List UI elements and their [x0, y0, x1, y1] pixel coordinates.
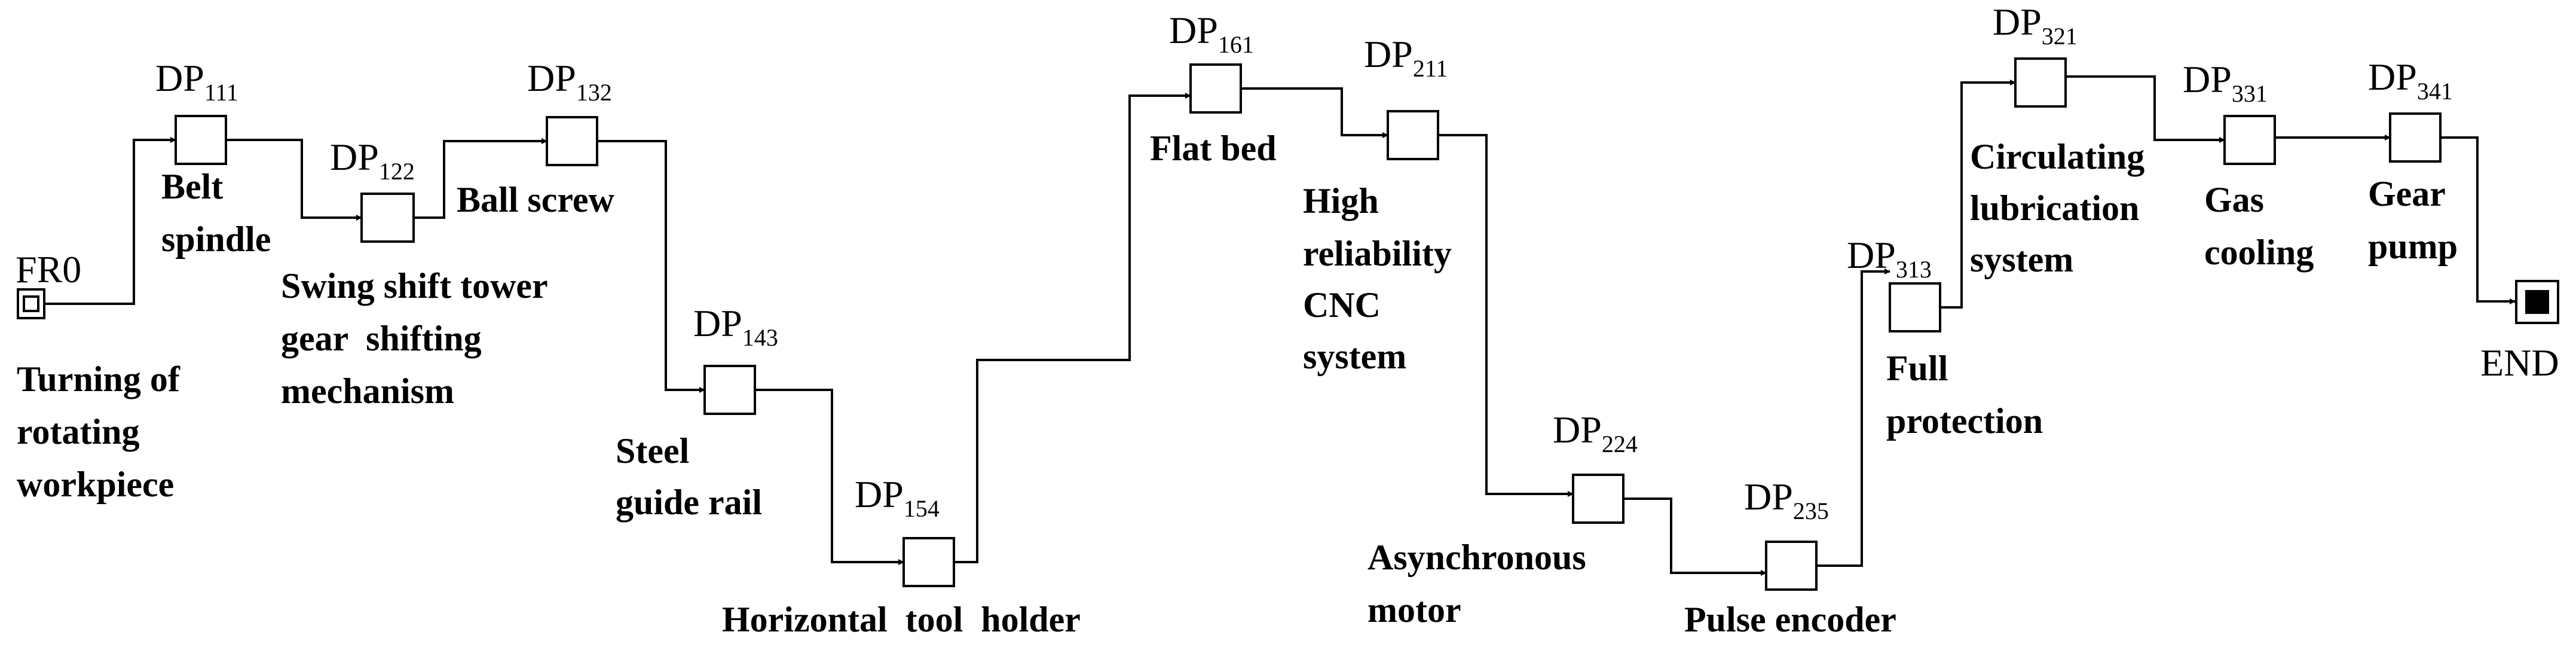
node-dp211: DP211 High reliability CNC system [1303, 33, 1461, 376]
node-box [703, 365, 756, 415]
node-box [1189, 63, 1242, 114]
connector-dp143-dp154 [755, 389, 904, 565]
node-label: DP111 [155, 57, 238, 106]
end-box-inner [2525, 290, 2549, 314]
connector-dp313-dp321 [1940, 80, 2016, 309]
node-box [360, 193, 415, 243]
node-label: DP331 [2183, 58, 2268, 107]
node-dp154: DP154 Horizontal tool holder [0, 0, 1125, 639]
node-label: DP132 [527, 57, 612, 106]
connector-dp132-dp143 [597, 140, 705, 393]
node-box [2014, 57, 2067, 108]
node-box [902, 537, 955, 587]
node-dp122: DP122 Swing shift tower gear shifting me… [281, 136, 556, 411]
node-description: Gas cooling [2204, 180, 2314, 272]
node-description: Swing shift tower gear shifting mechanis… [281, 266, 556, 411]
start-label: FR0 [16, 248, 81, 291]
node-box [1765, 541, 1818, 591]
node-dp224: DP224 Asynchronous motor [1367, 408, 1638, 630]
node-description: Horizontal tool holder [0, 0, 1125, 639]
node-dp341: DP341 Gear pump [2368, 56, 2458, 266]
connector-dp341-end [2440, 136, 2516, 304]
node-dp132: DP132 Ball screw [457, 57, 615, 219]
connector-dp122-dp132 [414, 138, 547, 219]
node-description: High reliability CNC system [1303, 181, 1461, 376]
node-label: DP154 [855, 473, 940, 522]
connector-dp224-dp235 [1623, 498, 1767, 576]
node-label: DP321 [1993, 1, 2078, 50]
node-label: DP224 [1553, 408, 1638, 457]
node-description: Circulating lubrication system [1970, 137, 2153, 279]
node-dp111: DP111 Belt spindle [155, 57, 271, 259]
connector-dp161-dp211 [1241, 87, 1388, 138]
node-box [1889, 282, 1941, 332]
node-description: Asynchronous motor [1367, 538, 1595, 630]
node-description: Full protection [1886, 349, 2043, 441]
connector-dp154-dp161 [954, 93, 1191, 563]
node-description: Pulse encoder [1684, 600, 1896, 639]
node-dp321: DP321 Circulating lubrication system [1970, 1, 2153, 279]
end-node: END [2480, 280, 2559, 384]
node-label: DP313 [1847, 234, 1932, 283]
node-dp161: DP161 Flat bed [1150, 9, 1277, 168]
start-description: Turning of rotating workpiece [17, 359, 189, 504]
node-dp313: DP313 Full protection [1847, 234, 2043, 441]
node-box [1387, 110, 1439, 160]
node-box [2389, 112, 2442, 163]
node-label: DP143 [693, 302, 778, 351]
node-dp143: DP143 Steel guide rail [616, 302, 778, 522]
node-label: DP122 [330, 136, 415, 185]
node-box [2223, 115, 2276, 165]
node-description: Belt spindle [161, 167, 271, 259]
connector-dp111-dp122 [226, 139, 362, 221]
node-description: Ball screw [457, 180, 615, 219]
node-dp331: DP331 Gas cooling [2183, 58, 2314, 272]
node-label: DP341 [2368, 56, 2453, 105]
connector-dp321-dp331 [2066, 75, 2225, 143]
connector-dp211-dp224 [1438, 134, 1574, 497]
node-label: DP211 [1364, 33, 1448, 82]
start-box-inner [23, 295, 39, 312]
node-dp235: DP235 Pulse encoder [1684, 475, 1896, 639]
end-label: END [2480, 341, 2559, 384]
node-box [1572, 474, 1624, 524]
node-label: DP235 [1744, 475, 1829, 524]
node-box [546, 116, 598, 166]
node-description: Gear pump [2368, 174, 2458, 266]
node-description: Steel guide rail [616, 431, 762, 522]
node-label: DP161 [1169, 9, 1254, 58]
node-box [175, 115, 227, 165]
connector-fr0-dp111 [44, 137, 176, 305]
start-node: FR0 Turning of rotating workpiece [16, 248, 189, 504]
connector-dp235-dp313 [1816, 268, 1890, 567]
node-description: Flat bed [1150, 129, 1277, 168]
connectors [44, 75, 2516, 576]
